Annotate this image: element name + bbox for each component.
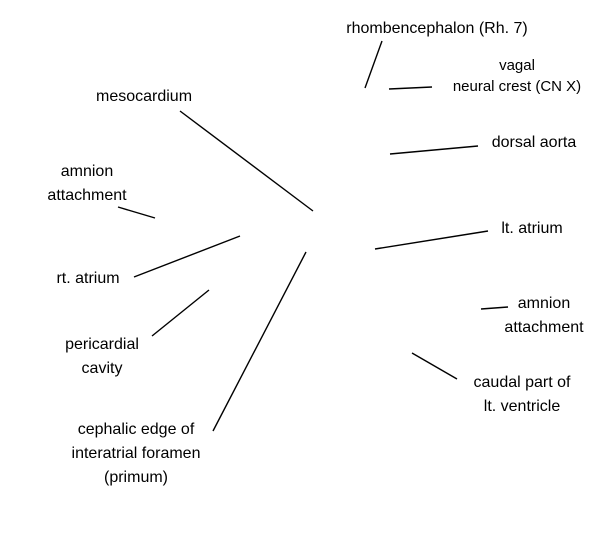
label-amnion-left-line1: amnion (60, 163, 114, 180)
leader-line-vagal-neural-crest (388, 86, 433, 90)
label-lt-atrium: lt. atrium (482, 217, 582, 241)
label-rhombencephalon: rhombencephalon (Rh. 7) (310, 17, 564, 41)
label-dorsal-aorta: dorsal aorta (472, 131, 596, 155)
leader-line-rt-atrium (133, 235, 241, 278)
label-amnion-left-line2: attachment (47, 187, 127, 204)
label-amnion-right-line2: attachment (504, 319, 584, 336)
label-cephalic-line3: (primum) (104, 469, 168, 486)
label-pericardial-line2: cavity (81, 360, 123, 377)
leader-line-mesocardium (179, 110, 314, 212)
label-amnion-attachment-right: amnion attachment (478, 292, 600, 340)
label-rt-atrium-text: rt. atrium (56, 270, 120, 287)
leader-line-dorsal-aorta (389, 145, 479, 155)
label-amnion-right-line1: amnion (517, 295, 571, 312)
label-caudal-line1: caudal part of (473, 374, 571, 391)
leader-line-rhombencephalon (364, 40, 383, 89)
label-cephalic-line1: cephalic edge of (77, 421, 195, 438)
label-vagal-line1: vagal (499, 57, 535, 74)
label-cephalic-line2: interatrial foramen (71, 445, 201, 462)
leader-line-amnion-attachment-left (117, 206, 156, 219)
label-rhombencephalon-text: rhombencephalon (Rh. 7) (346, 20, 528, 37)
label-caudal-line2: lt. ventricle (483, 398, 561, 415)
label-mesocardium-text: mesocardium (95, 88, 193, 105)
label-vagal-neural-crest: vagal neural crest (CN X) (432, 55, 600, 97)
leader-line-pericardial-cavity (151, 289, 210, 337)
leader-line-amnion-attachment-right (480, 306, 509, 310)
label-cephalic-edge: cephalic edge of interatrial foramen (pr… (44, 418, 228, 490)
leader-line-caudal-lt-ventricle (411, 352, 458, 380)
label-amnion-attachment-left: amnion attachment (22, 160, 152, 208)
label-mesocardium: mesocardium (64, 85, 224, 109)
label-pericardial-line1: pericardial (65, 336, 139, 353)
label-lt-atrium-text: lt. atrium (501, 220, 563, 237)
label-pericardial-cavity: pericardial cavity (42, 333, 162, 381)
leader-line-cephalic-edge (212, 251, 307, 432)
label-caudal-lt-ventricle: caudal part of lt. ventricle (448, 371, 596, 419)
leader-line-lt-atrium (374, 230, 489, 250)
label-dorsal-aorta-text: dorsal aorta (491, 134, 577, 151)
label-rt-atrium: rt. atrium (36, 267, 140, 291)
label-vagal-line2: neural crest (CN X) (452, 78, 582, 95)
